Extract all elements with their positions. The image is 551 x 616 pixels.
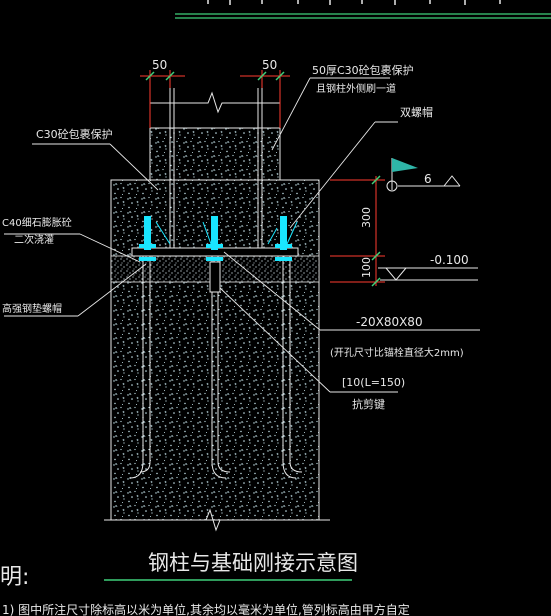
label-shear-key-spec: [10(L=150) [342, 376, 405, 389]
top-dimension-ticks [145, 71, 285, 81]
label-high-strength-nut: 高强钢垫螺帽 [2, 302, 62, 315]
label-c30-protection: C30砼包裹保护 [36, 127, 113, 141]
dim-left-50: 50 [152, 58, 167, 72]
title-block-ticks [207, 0, 501, 5]
leader-lines [4, 77, 480, 393]
label-double-nut: 双螺帽 [400, 106, 433, 119]
flag-value: 6 [424, 172, 432, 186]
label-plate-note: (开孔尺寸比锚栓直径大2mm) [330, 346, 464, 359]
label-grout-2: 二次浇灌 [14, 233, 54, 246]
label-shear-key: 抗剪键 [352, 397, 385, 411]
dim-300: 300 [360, 207, 373, 228]
elevation-marker [378, 267, 478, 281]
shear-key [209, 261, 221, 293]
label-encasement-note: 且钢柱外侧刷一道 [316, 82, 396, 95]
label-plate-size: -20X80X80 [356, 315, 423, 329]
dim-right-50: 50 [262, 58, 277, 72]
break-line [150, 91, 280, 114]
label-encasement: 50厚C30砼包裹保护 [312, 63, 414, 77]
anchor-bolts [129, 256, 303, 479]
column-webs [169, 88, 263, 248]
bottom-break [104, 508, 330, 532]
notes-line-1: 1) 图中所注尺寸除标高以米为单位,其余均以毫米为单位,管列标高由甲方自定 [2, 602, 410, 616]
drawing-title: 钢柱与基础刚接示意图 [148, 551, 358, 575]
elevation-label: -0.100 [430, 253, 469, 267]
bolt-ends-cyan [139, 216, 292, 261]
title-block-lines [175, 13, 551, 19]
dim-100: 100 [360, 257, 373, 278]
right-dimensions [330, 176, 385, 286]
right-dimension-ticks [371, 175, 381, 287]
notes-heading: 明: [0, 565, 29, 590]
stiffener-diagonals [155, 221, 298, 245]
flag-marker [386, 158, 461, 192]
label-grout-1: C40细石膨胀砼 [2, 216, 72, 229]
top-dimensions [140, 70, 290, 128]
